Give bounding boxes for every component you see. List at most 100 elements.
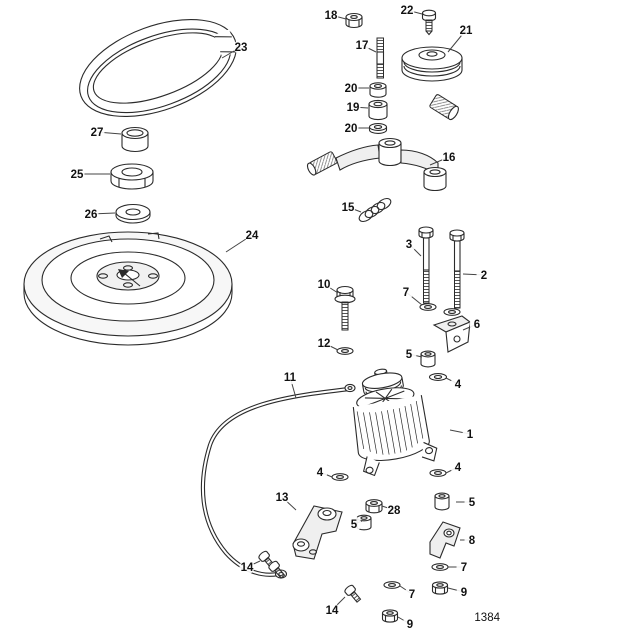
part-8-bracket	[429, 521, 461, 559]
callout-number: 1	[467, 429, 474, 441]
callout-number: 16	[443, 152, 456, 164]
callout-halo	[323, 7, 339, 23]
part-1-alternator	[352, 368, 438, 477]
callout-halo	[244, 227, 260, 243]
callout-halo	[464, 494, 480, 510]
callout-halo	[476, 267, 492, 283]
callout-halo	[464, 532, 480, 548]
callout-number: 8	[469, 535, 476, 547]
callout-halo	[450, 376, 466, 392]
callout-halo	[316, 276, 332, 292]
callout-number: 14	[241, 562, 254, 574]
part-23-drive-belt	[79, 19, 238, 117]
callout-number: 21	[460, 25, 473, 37]
callout-halo	[398, 284, 414, 300]
part-13-bracket	[292, 505, 343, 560]
part-22-screw	[421, 9, 437, 36]
callout-number: 7	[409, 589, 415, 601]
part-15-spring	[358, 197, 392, 223]
callout-halo	[89, 124, 105, 140]
callout-number: 15	[342, 202, 355, 214]
callout-number: 4	[317, 467, 324, 479]
callout-number: 12	[318, 338, 331, 350]
part-20-washer-b	[368, 123, 388, 134]
callout-halo	[274, 489, 290, 505]
callout-number: 20	[345, 83, 358, 95]
callout-halo	[345, 99, 361, 115]
part-2-bolt	[449, 229, 465, 309]
diagram-number: 1384	[474, 612, 500, 624]
callout-number: 3	[406, 239, 412, 251]
part-5-spacer-c	[434, 492, 450, 511]
callout-halo	[469, 316, 485, 332]
callout-halo	[399, 2, 415, 18]
callout-number: 7	[461, 562, 467, 574]
callout-halo	[401, 236, 417, 252]
part-6-bracket	[432, 315, 472, 353]
callout-halo	[316, 335, 332, 351]
part-28-nut	[365, 499, 383, 514]
callout-number: 24	[246, 230, 259, 242]
part-9-nut-b	[381, 609, 399, 623]
callout-halo	[456, 584, 472, 600]
callout-number: 28	[388, 505, 401, 517]
part-11-ground-wire	[200, 383, 356, 579]
callout-number: 7	[403, 287, 409, 299]
part-7-washer-c	[431, 563, 449, 571]
callout-halo	[462, 426, 478, 442]
part-10-bolt	[334, 285, 356, 331]
callout-number: 19	[347, 102, 360, 114]
part-sleeve-right	[429, 94, 459, 121]
callout-number: 2	[481, 270, 487, 282]
callout-number: 11	[284, 372, 297, 384]
callout-number: 5	[351, 519, 358, 531]
callout-number: 4	[455, 462, 462, 474]
callout-number: 27	[91, 127, 104, 139]
callout-number: 23	[235, 42, 248, 54]
callout-halo	[343, 80, 359, 96]
callout-number: 14	[326, 605, 339, 617]
callout-halo	[458, 22, 474, 38]
callout-number: 4	[455, 379, 462, 391]
callout-number: 13	[276, 492, 289, 504]
callout-halo	[340, 199, 356, 215]
part-25-nut	[110, 163, 154, 190]
part-18-nut	[345, 12, 363, 29]
callout-number: 22	[401, 5, 414, 17]
part-24-flywheel	[23, 231, 233, 346]
callout-halo	[401, 346, 417, 362]
part-19-bushing	[368, 99, 388, 121]
part-14-screw-c	[343, 583, 364, 605]
part-9-nut-a	[431, 581, 449, 595]
callout-halo	[239, 559, 255, 575]
callout-halo	[83, 206, 99, 222]
callout-halo	[402, 616, 418, 632]
part-7-washer-d	[383, 581, 401, 589]
callout-number: 25	[71, 169, 84, 181]
part-27-bushing	[121, 126, 149, 153]
callout-number: 26	[85, 209, 98, 221]
part-4-washer-c	[429, 469, 447, 477]
part-21-pulley	[401, 46, 463, 82]
part-4-washer-b	[331, 473, 349, 481]
part-7-washer-a	[419, 303, 437, 311]
callout-number: 9	[461, 587, 467, 599]
callout-halo	[346, 516, 362, 532]
callout-number: 5	[406, 349, 413, 361]
part-26-washer	[115, 203, 151, 224]
callout-number: 9	[407, 619, 413, 631]
callout-halo	[282, 369, 298, 385]
callout-number: 17	[356, 40, 369, 52]
callout-halo	[233, 39, 249, 55]
callout-halo	[312, 464, 328, 480]
part-3-bolt	[418, 226, 434, 304]
callout-halo	[456, 559, 472, 575]
callout-halo	[404, 586, 420, 602]
callout-number: 10	[318, 279, 331, 291]
callout-number: 18	[325, 10, 338, 22]
callout-halo	[386, 502, 402, 518]
callout-halo	[324, 602, 340, 618]
